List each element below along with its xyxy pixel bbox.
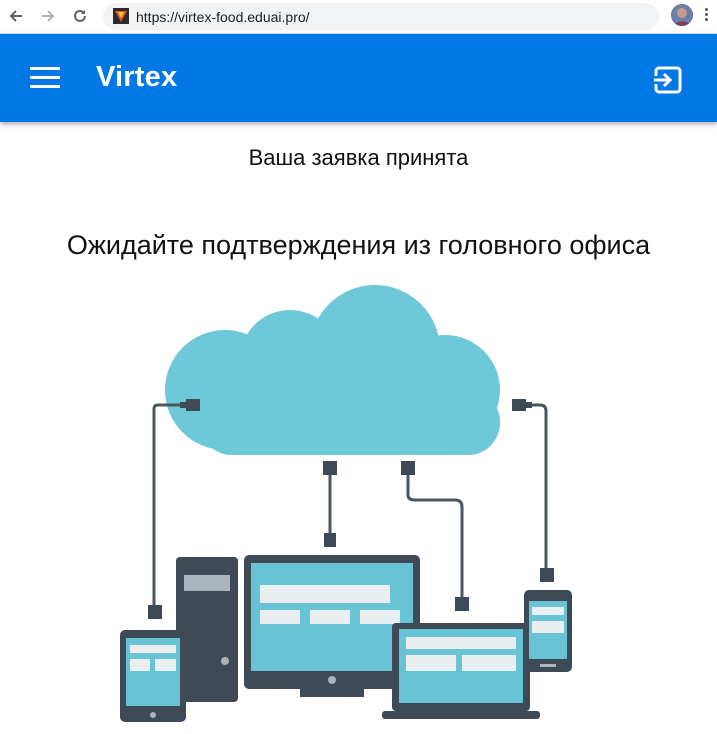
site-favicon-icon <box>113 8 129 24</box>
reload-icon <box>74 9 86 22</box>
app-bar: Virtex <box>0 34 717 122</box>
arrow-right-icon <box>42 10 55 22</box>
cloud-devices-illustration <box>120 285 572 722</box>
app-title: Virtex <box>96 61 178 93</box>
cloud-icon <box>165 285 500 455</box>
back-button[interactable] <box>4 4 28 28</box>
forward-button[interactable] <box>36 4 60 28</box>
status-message: Ваша заявка принята <box>248 145 469 170</box>
tablet-icon <box>120 630 186 722</box>
wait-message: Ожидайте подтверждения из головного офис… <box>66 230 651 260</box>
url-text: https://virtex-food.eduai.pro/ <box>136 9 310 25</box>
reload-button[interactable] <box>68 4 92 28</box>
profile-avatar[interactable] <box>671 4 693 26</box>
phone-icon <box>524 590 572 672</box>
browser-toolbar: https://virtex-food.eduai.pro/ <box>0 0 717 34</box>
monitor-icon <box>244 555 420 697</box>
address-bar[interactable]: https://virtex-food.eduai.pro/ <box>103 3 659 30</box>
logout-icon <box>653 66 682 94</box>
hamburger-menu-icon[interactable] <box>30 67 60 89</box>
laptop-icon <box>382 623 540 719</box>
browser-menu-icon[interactable] <box>703 6 709 24</box>
avatar-icon <box>671 4 693 26</box>
arrow-left-icon <box>9 10 22 22</box>
logout-button[interactable] <box>653 65 683 95</box>
desktop-tower-icon <box>176 557 238 702</box>
